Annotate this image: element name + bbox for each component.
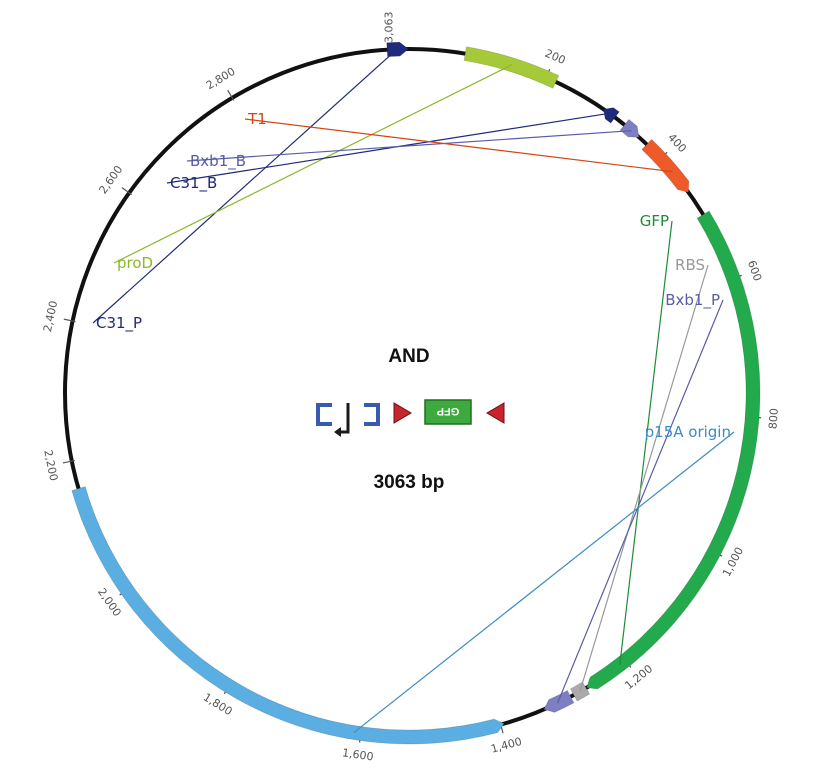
tick-label: 1,000 bbox=[720, 545, 746, 579]
feature-arc-p15a bbox=[71, 486, 505, 745]
leader-line-bxb1b bbox=[186, 130, 632, 162]
gfp-reporter-box bbox=[424, 399, 472, 425]
tick-label: 200 bbox=[543, 47, 567, 67]
feature-arcs bbox=[71, 41, 761, 745]
tick-label: 2,200 bbox=[41, 449, 60, 482]
tick-mark bbox=[62, 459, 75, 464]
feature-label-c31p: C31_P bbox=[96, 314, 142, 333]
promoter-arrowhead-icon bbox=[334, 427, 341, 437]
tick-label: 600 bbox=[745, 259, 764, 283]
feature-label-p15a: p15A origin bbox=[645, 423, 731, 441]
feature-label-bxb1p: Bxb1_P bbox=[665, 291, 720, 310]
plasmid-size: 3063 bp bbox=[374, 472, 445, 493]
feature-label-t1: T1 bbox=[247, 110, 267, 128]
feature-label-prod: proD bbox=[117, 254, 153, 272]
attp-site-right-icon bbox=[393, 402, 412, 424]
leader-line-t1 bbox=[244, 118, 673, 173]
tick-mark bbox=[227, 89, 235, 101]
tick-label: 2,400 bbox=[41, 300, 60, 334]
tick-label: 1,400 bbox=[489, 735, 523, 756]
tick-label: 1,600 bbox=[341, 746, 374, 763]
feature-arc-gfp bbox=[586, 210, 761, 690]
tick-label: 400 bbox=[665, 131, 689, 155]
gfp-reporter-label: GFP bbox=[437, 405, 460, 417]
leader-line-p15a bbox=[353, 431, 735, 734]
attp-site-left-icon bbox=[486, 402, 505, 424]
leader-line-bxb1p bbox=[556, 299, 724, 704]
feature-label-c31b: C31_B bbox=[170, 174, 217, 193]
leader-line-rbs bbox=[579, 264, 709, 692]
promoter-arrow-icon bbox=[338, 403, 350, 434]
leader-line-prod bbox=[113, 64, 513, 264]
origin-label: 3,063 bbox=[382, 11, 395, 43]
tick-label: 2,800 bbox=[204, 65, 238, 92]
feature-arc-c31p bbox=[386, 41, 409, 58]
feature-label-rbs: RBS bbox=[675, 256, 705, 274]
feature-label-gfp: GFP bbox=[640, 212, 669, 230]
leader-line-c31p bbox=[92, 48, 398, 324]
attb-site-left-icon bbox=[316, 403, 332, 426]
tick-mark bbox=[63, 318, 76, 323]
feature-arc-bxb1p bbox=[543, 689, 575, 713]
feature-arc-c31b bbox=[603, 107, 620, 124]
leader-line-gfp bbox=[619, 220, 673, 665]
tick-label: 800 bbox=[766, 408, 780, 430]
feature-label-bxb1b: Bxb1_B bbox=[190, 152, 246, 171]
attb-site-right-icon bbox=[364, 403, 380, 426]
tick-marks: 2004006008001,0001,2001,4001,6001,8002,0… bbox=[41, 11, 781, 763]
tick-mark bbox=[121, 187, 133, 196]
leader-line-c31b bbox=[166, 112, 610, 184]
plasmid-name: AND bbox=[388, 346, 429, 367]
feature-arc-prod bbox=[463, 46, 560, 89]
feature-arc-t1 bbox=[641, 138, 690, 193]
circuit-schematic: GFP bbox=[316, 399, 505, 437]
tick-label: 2,600 bbox=[96, 163, 125, 196]
